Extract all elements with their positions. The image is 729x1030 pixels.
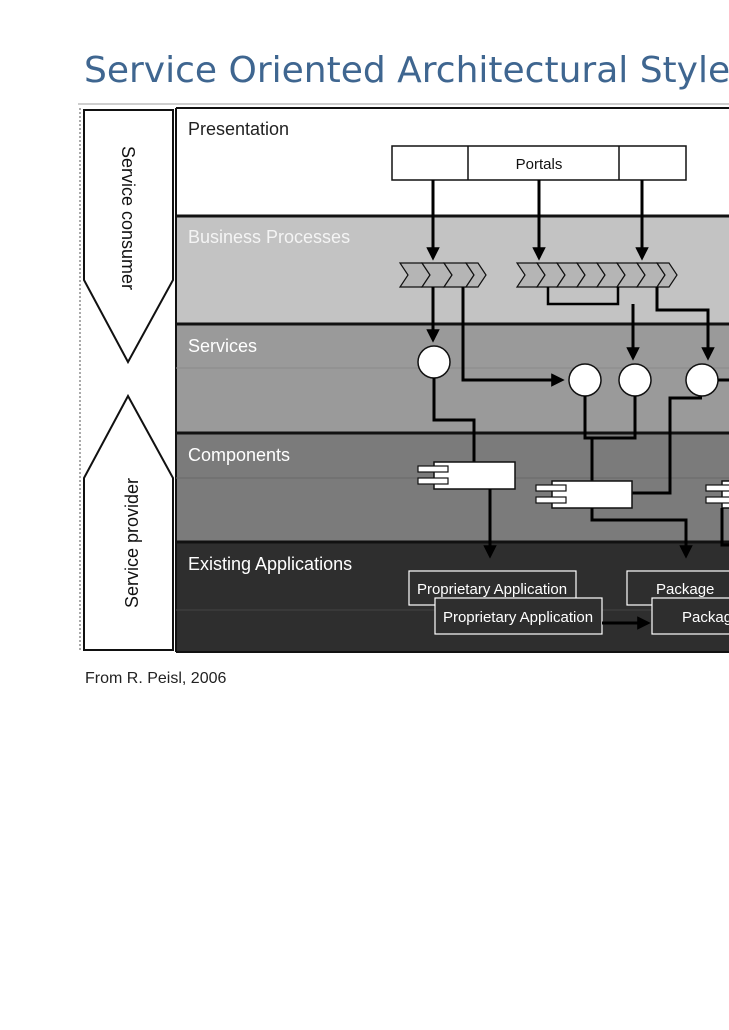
layer-label-components: Components xyxy=(188,445,290,465)
slide-title: Service Oriented Architectural Style xyxy=(84,50,729,91)
process-chain-1 xyxy=(398,262,487,288)
layer-label-existing-applications: Existing Applications xyxy=(188,554,352,574)
layer-label-presentation: Presentation xyxy=(188,119,289,139)
connector xyxy=(583,396,637,440)
process-chain-2 xyxy=(515,262,678,288)
service-provider-label: Service provider xyxy=(122,478,142,608)
layer-label-business-processes: Business Processes xyxy=(188,227,350,247)
application-label: Proprietary Application xyxy=(443,609,593,626)
arrow-process-to-service xyxy=(655,287,715,361)
connector xyxy=(720,508,729,547)
service-node xyxy=(417,345,451,379)
service-provider-arrow xyxy=(83,393,174,651)
application-box xyxy=(651,597,729,635)
connector xyxy=(432,378,476,462)
service-node xyxy=(685,363,719,397)
process-join xyxy=(546,287,620,306)
application-box xyxy=(434,597,603,635)
service-node xyxy=(618,363,652,397)
arrow-component-to-application xyxy=(590,508,693,559)
application-label: Package xyxy=(656,581,714,598)
layer-label-services: Services xyxy=(188,336,257,356)
component-node xyxy=(705,480,729,509)
component-node xyxy=(417,461,516,490)
portals-box xyxy=(391,145,687,181)
application-label: Package xyxy=(682,609,729,626)
arrow-process-to-service xyxy=(461,287,565,387)
connector xyxy=(632,396,702,495)
application-label: Proprietary Application xyxy=(417,581,567,598)
source-caption: From R. Peisl, 2006 xyxy=(85,670,227,687)
service-consumer-label: Service consumer xyxy=(118,146,138,290)
service-node xyxy=(568,363,602,397)
portals-label: Portals xyxy=(516,156,563,173)
service-consumer-arrow xyxy=(83,109,174,365)
